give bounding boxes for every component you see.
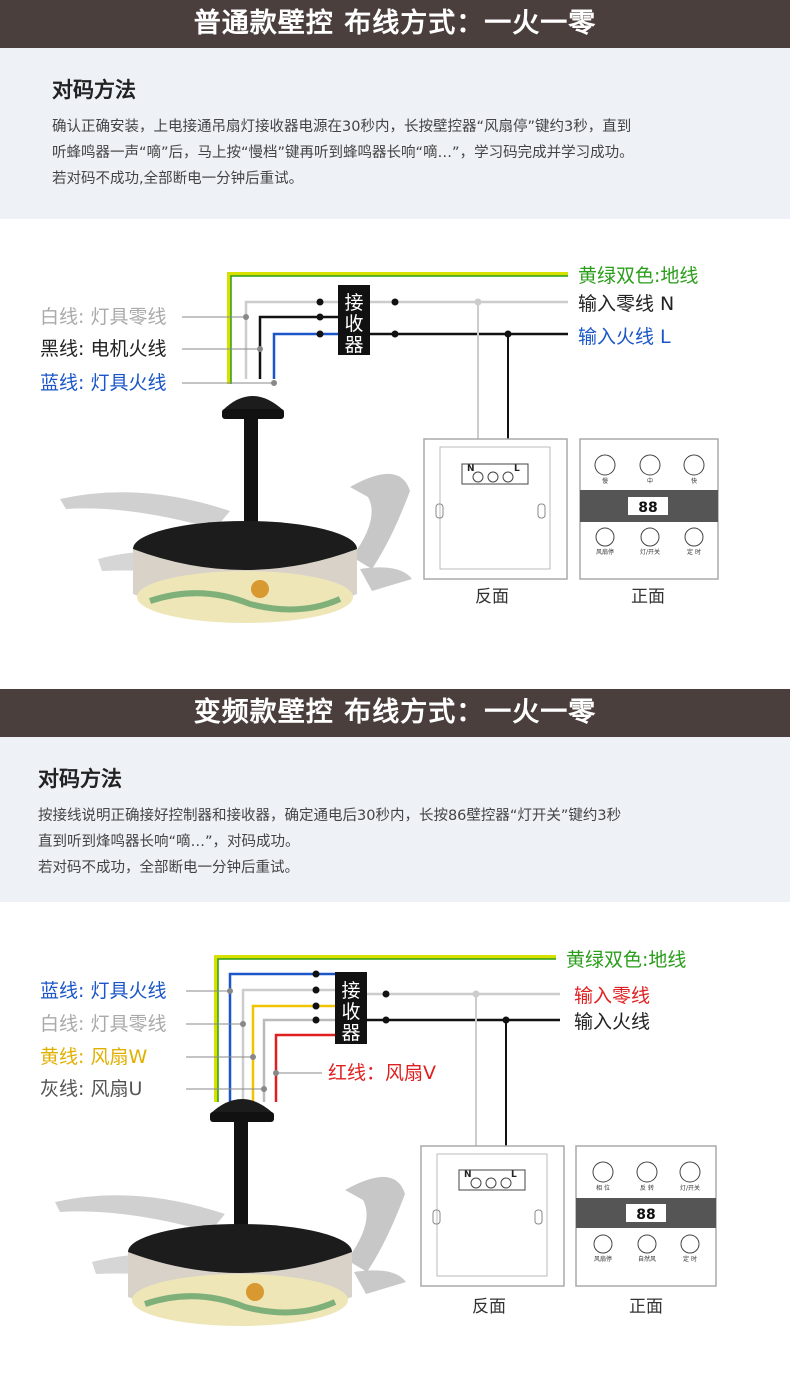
terminal-n: N bbox=[467, 464, 475, 474]
display-screen-2 bbox=[626, 1204, 666, 1222]
ground-wire-2 bbox=[214, 955, 556, 1102]
btn-fan-stop-label: 风扇停 bbox=[596, 548, 614, 556]
fan-mid-icon[interactable] bbox=[639, 454, 661, 476]
receiver-box bbox=[338, 285, 370, 355]
white-wire-label: 白线: 灯具零线 bbox=[40, 306, 166, 328]
ground-label: 黄绿双色:地线 bbox=[578, 265, 698, 287]
btn-fan-stop-label-2: 风扇停 bbox=[594, 1255, 612, 1263]
yellow-wire-2 bbox=[251, 1004, 335, 1102]
btn-reverse-label: 反 转 bbox=[640, 1184, 654, 1192]
yellow-wire-label-2: 黄线: 风扇W bbox=[40, 1046, 147, 1068]
btn-natural-label: 自然风 bbox=[638, 1255, 656, 1263]
section-2-note-title: 对码方法 bbox=[38, 767, 122, 791]
receiver-2-char-1: 接 bbox=[341, 980, 360, 1002]
btn-timer-label: 定 时 bbox=[687, 548, 701, 556]
receiver-box-2 bbox=[335, 972, 367, 1044]
back-caption-2: 反面 bbox=[472, 1297, 506, 1317]
wiring-diagram-2: 接 收 器 黄绿双色:地线 输入零线 输入火线 蓝线: 灯具火线 白线: 灯具零… bbox=[40, 949, 717, 1326]
terminal-n-2: N bbox=[464, 1170, 472, 1180]
section-1-note-line-3: 若对码不成功,全部断电一分钟后重试。 bbox=[52, 171, 304, 187]
display-screen bbox=[628, 497, 668, 515]
neutral-input-label: 输入零线 N bbox=[578, 293, 674, 315]
front-caption: 正面 bbox=[631, 587, 665, 607]
white-wire-2 bbox=[241, 988, 335, 1102]
btn-mid-label: 中 bbox=[647, 477, 653, 485]
btn-timer-label-2: 定 时 bbox=[683, 1255, 697, 1263]
section-1-note: 对码方法 确认正确安装，上电接通吊扇灯接收器电源在30秒内，长按壁控器“风扇停”… bbox=[0, 48, 790, 219]
switch-front-panel-2: 相 位 反 转 灯/开关 88 风扇停 自然风 定 时 bbox=[575, 1145, 717, 1287]
btn-slow-label: 慢 bbox=[602, 477, 608, 485]
neutral-input-label-2: 输入零线 bbox=[574, 985, 650, 1007]
gray-wire-label-2: 灰线: 风扇U bbox=[40, 1078, 142, 1100]
red-wire-2 bbox=[274, 1033, 335, 1102]
timer-icon[interactable] bbox=[684, 527, 704, 547]
terminal-l-2: L bbox=[511, 1170, 517, 1180]
section-1-note-line-2: 听蜂鸣器一声“嘀”后，马上按“慢档”键再听到蜂鸣器长响“嘀…”，学习码完成并学习… bbox=[52, 145, 634, 161]
section-2-note-line-2: 直到听到烽鸣器长响“嘀…”，对码成功。 bbox=[38, 834, 300, 850]
receiver-char-2: 收 bbox=[344, 313, 363, 335]
btn-light-label: 灯/开关 bbox=[640, 548, 660, 556]
natural-wind-icon[interactable] bbox=[637, 1234, 657, 1254]
live-input-label-2: 输入火线 bbox=[574, 1011, 650, 1033]
section-2-diagram: 接 收 器 黄绿双色:地线 输入零线 输入火线 蓝线: 灯具火线 白线: 灯具零… bbox=[0, 902, 790, 1394]
light-icon[interactable] bbox=[640, 527, 660, 547]
ground-wire-stripe bbox=[230, 275, 568, 384]
reverse-icon[interactable] bbox=[636, 1161, 658, 1183]
fan-fast-icon[interactable] bbox=[683, 454, 705, 476]
white-wire bbox=[244, 300, 338, 379]
section-1-diagram: 接 收 器 黄绿双色:地线 输入零线 N 输入火线 L 白线: 灯具零线 黑线:… bbox=[0, 219, 790, 689]
blue-wire-label-2: 蓝线: 灯具火线 bbox=[40, 980, 166, 1002]
switch-back-panel-2: N L bbox=[420, 1145, 565, 1287]
section-2-note: 对码方法 按接线说明正确接好控制器和接收器，确定通电后30秒内，长按86壁控器“… bbox=[0, 737, 790, 902]
gray-wire-2 bbox=[262, 1018, 335, 1102]
blue-wire-label: 蓝线: 灯具火线 bbox=[40, 372, 166, 394]
section-1: 普通款壁控 布线方式：一火一零 对码方法 确认正确安装，上电接通吊扇灯接收器电源… bbox=[0, 0, 790, 689]
section-1-header: 普通款壁控 布线方式：一火一零 bbox=[0, 0, 790, 48]
light-icon-2[interactable] bbox=[679, 1161, 701, 1183]
ceiling-fan-image bbox=[60, 396, 412, 623]
wiring-diagram-1: 接 收 器 黄绿双色:地线 输入零线 N 输入火线 L 白线: 灯具零线 黑线:… bbox=[40, 265, 719, 623]
front-caption-2: 正面 bbox=[629, 1297, 663, 1317]
section-2-header: 变频款壁控 布线方式：一火一零 bbox=[0, 689, 790, 737]
ceiling-fan-image-2 bbox=[55, 1099, 406, 1326]
red-wire-label-2: 红线：风扇V bbox=[328, 1062, 436, 1084]
blue-wire-2 bbox=[228, 972, 335, 1102]
black-wire bbox=[258, 315, 338, 379]
display-digits: 88 bbox=[638, 500, 657, 516]
power-icon-2[interactable] bbox=[593, 1234, 613, 1254]
live-input-label: 输入火线 L bbox=[578, 326, 671, 348]
section-1-note-line-1: 确认正确安装，上电接通吊扇灯接收器电源在30秒内，长按壁控器“风扇停”键约3秒，… bbox=[52, 119, 632, 135]
receiver-char-1: 接 bbox=[344, 292, 363, 314]
terminal-l: L bbox=[514, 464, 520, 474]
btn-phase-label: 相 位 bbox=[596, 1184, 610, 1192]
section-2-note-line-3: 若对码不成功，全部断电一分钟后重试。 bbox=[38, 860, 299, 876]
back-caption: 反面 bbox=[475, 587, 509, 607]
timer-icon-2[interactable] bbox=[680, 1234, 700, 1254]
btn-light-label-2: 灯/开关 bbox=[680, 1184, 700, 1192]
section-2-note-line-1: 按接线说明正确接好控制器和接收器，确定通电后30秒内，长按86壁控器“灯开关”键… bbox=[38, 808, 622, 824]
fan-slow-icon[interactable] bbox=[594, 454, 616, 476]
section-1-note-title: 对码方法 bbox=[52, 78, 136, 102]
btn-fast-label: 快 bbox=[691, 477, 697, 485]
section-2: 变频款壁控 布线方式：一火一零 对码方法 按接线说明正确接好控制器和接收器，确定… bbox=[0, 689, 790, 1394]
receiver-2-char-3: 器 bbox=[341, 1022, 360, 1044]
black-wire-label: 黑线: 电机火线 bbox=[40, 338, 166, 360]
power-icon[interactable] bbox=[595, 527, 615, 547]
switch-back-panel: N L bbox=[423, 438, 568, 580]
ground-wire bbox=[227, 272, 568, 384]
switch-front-panel: 慢 中 快 88 风扇停 灯/开关 定 时 bbox=[579, 438, 719, 580]
receiver-char-3: 器 bbox=[344, 334, 363, 356]
white-wire-label-2: 白线: 灯具零线 bbox=[40, 1013, 166, 1035]
ground-label-2: 黄绿双色:地线 bbox=[566, 949, 686, 971]
receiver-2-char-2: 收 bbox=[341, 1001, 360, 1023]
blue-wire bbox=[272, 332, 338, 379]
phase-icon[interactable] bbox=[592, 1161, 614, 1183]
display-digits-2: 88 bbox=[636, 1207, 655, 1223]
